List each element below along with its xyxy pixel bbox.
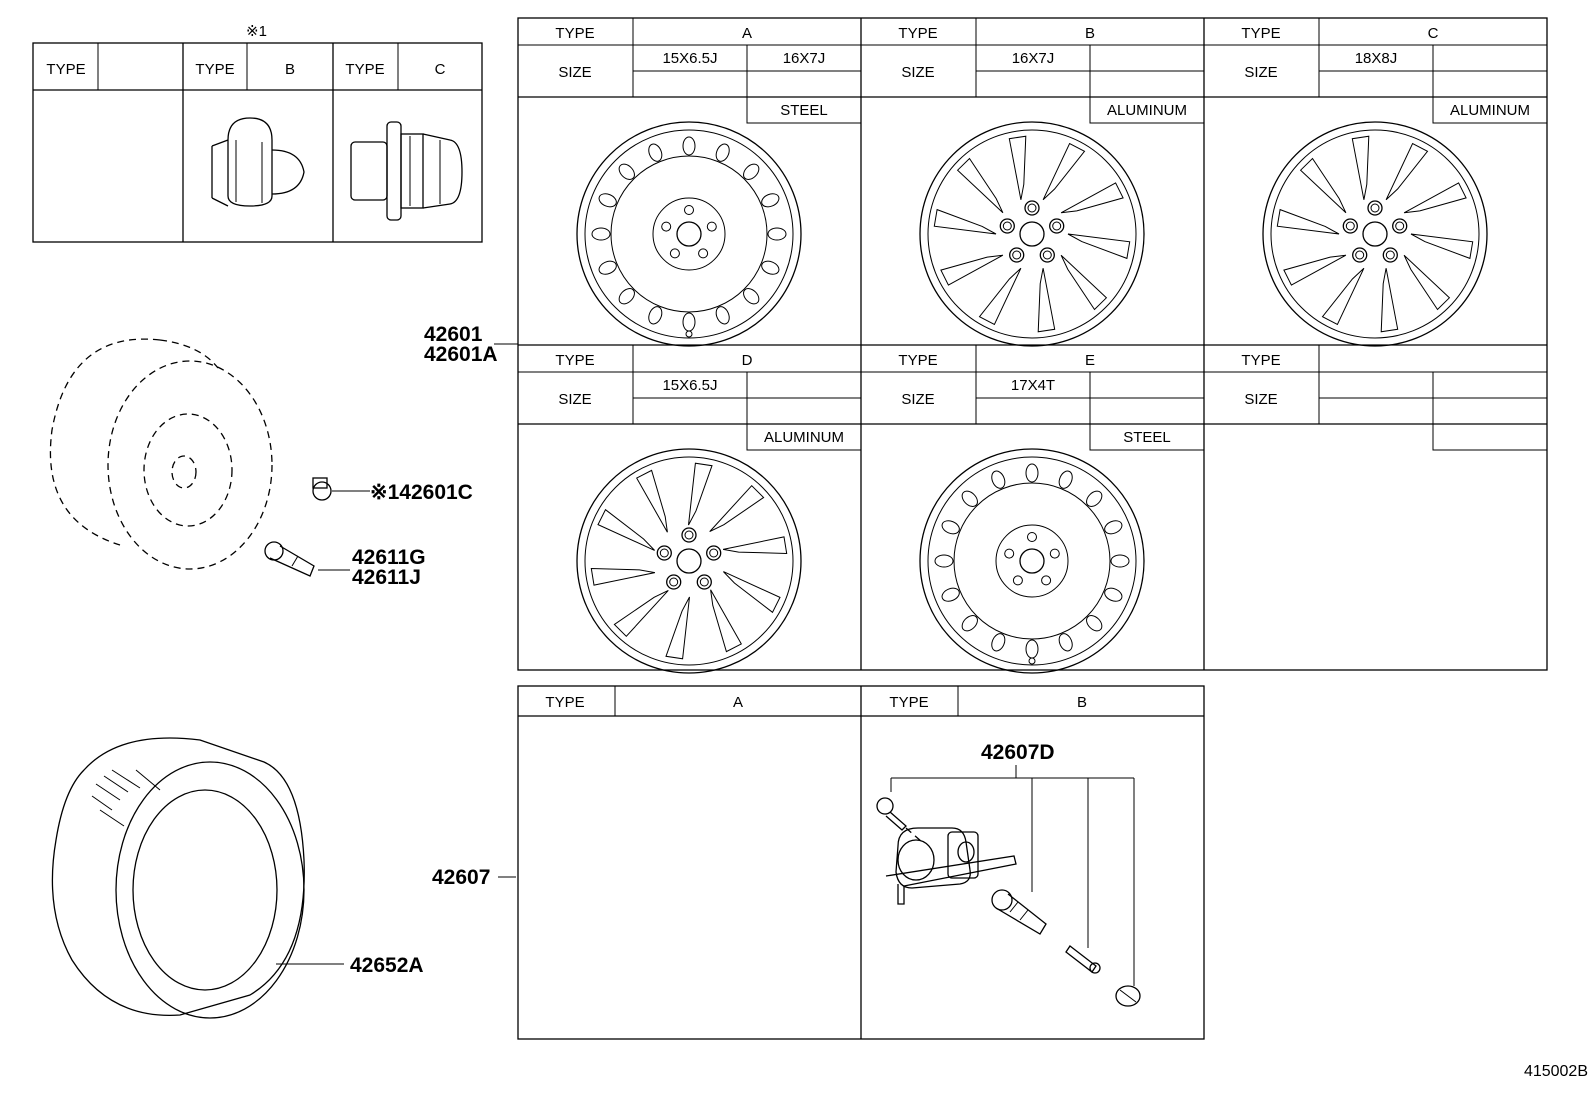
wheel-size-label-3: SIZE	[1244, 64, 1277, 81]
lug-type-label-2: TYPE	[195, 61, 234, 78]
wheel-steel-icon	[576, 121, 802, 347]
lug-nut-part-number: ※142601C	[370, 481, 473, 504]
wheel-material-2: ALUMINUM	[1107, 102, 1187, 119]
lug-type-label-1: TYPE	[46, 61, 85, 78]
wheel-type-label-3: TYPE	[1241, 25, 1280, 42]
wheel-cell-6: TYPE SIZE	[1204, 345, 1548, 451]
wheel-size-label-2: SIZE	[901, 64, 934, 81]
wheel-type-1: A	[742, 25, 752, 42]
wheel-type-4: D	[742, 352, 753, 369]
wheel-cell-3: TYPE C SIZE 18X8J ALUMINUM	[1204, 18, 1548, 347]
wheel-type-label-1: TYPE	[555, 25, 594, 42]
cap-nut-b-icon	[211, 117, 305, 207]
wheel-part-number-1: 42601	[424, 323, 483, 346]
wheel-size-2-1: 16X7J	[1012, 50, 1055, 67]
wheel-size-label-4: SIZE	[558, 391, 591, 408]
wheel-material-1: STEEL	[780, 102, 828, 119]
sensor-table-part-number: 42607	[432, 866, 490, 889]
valve-part-number-1: 42611G	[352, 546, 426, 569]
sensor-screw-icon	[876, 797, 923, 843]
sensor-type-label-b: TYPE	[889, 694, 928, 711]
note-mark: ※1	[246, 23, 267, 40]
wheel-table: TYPE A SIZE 15X6.5J 16X7J STEEL TYPE B SIZE 16X7J…	[517, 17, 1548, 674]
wheel-alloy10-icon	[919, 121, 1145, 347]
lug-nut-icon	[312, 477, 370, 501]
tire-part-number: 42652A	[350, 954, 424, 977]
wheel-type-label-6: TYPE	[1241, 352, 1280, 369]
wheel-type-5: E	[1085, 352, 1095, 369]
wheel-type-3: C	[1428, 25, 1439, 42]
wheel-cell-5: TYPE E SIZE 17X4T STEEL	[861, 345, 1205, 674]
wheel-size-1-1: 15X6.5J	[662, 50, 717, 67]
wheel-part-number-2: 42601A	[424, 343, 498, 366]
wheel-cell-4: TYPE D SIZE 15X6.5J ALUMINUM	[518, 345, 862, 674]
lug-col-3: C	[435, 61, 446, 78]
valve-core-icon	[1065, 945, 1101, 974]
wheel-size-3-1: 18X8J	[1355, 50, 1398, 67]
wheel-material-4: ALUMINUM	[764, 429, 844, 446]
sensor-table: TYPE TYPE A B 42607D	[517, 685, 1205, 1040]
wheel-type-label-4: TYPE	[555, 352, 594, 369]
lug-type-label-3: TYPE	[345, 61, 384, 78]
wheel-size-label-1: SIZE	[558, 64, 591, 81]
lug-nut-table: ※1 TYPE TYPE TYPE B C	[32, 23, 483, 243]
wheel-size-4-1: 15X6.5J	[662, 377, 717, 394]
tpms-sensor-icon	[885, 827, 1017, 905]
wheel-material-5: STEEL	[1123, 429, 1171, 446]
flange-nut-c-icon	[350, 121, 463, 221]
wheel-size-1-2: 16X7J	[783, 50, 826, 67]
wheel-size-label-5: SIZE	[901, 391, 934, 408]
wheel-type-label-2: TYPE	[898, 25, 937, 42]
wheel-size-label-6: SIZE	[1244, 391, 1277, 408]
wheel-type-2: B	[1085, 25, 1095, 42]
wheel-steel-icon	[919, 448, 1145, 674]
tpms-valve-icon	[991, 889, 1047, 935]
valve-cap-icon	[1115, 985, 1141, 1007]
wheel-alloy5-icon	[1262, 121, 1488, 347]
valve-stem-icon	[264, 541, 350, 577]
wheel-type-label-5: TYPE	[898, 352, 937, 369]
wheel-size-5-1: 17X4T	[1011, 377, 1055, 394]
lug-col-2: B	[285, 61, 295, 78]
wheel-cell-1: TYPE A SIZE 15X6.5J 16X7J STEEL	[518, 18, 862, 347]
sensor-type-label-a: TYPE	[545, 694, 584, 711]
wheel-alloy10b-icon	[576, 448, 802, 674]
valve-part-number-2: 42611J	[352, 566, 421, 589]
diagram-id: 415002B	[1524, 1063, 1588, 1080]
wheel-assembly-icon	[49, 338, 273, 570]
wheel-cell-2: TYPE B SIZE 16X7J ALUMINUM	[861, 18, 1205, 347]
tire-icon	[51, 737, 344, 1019]
wheel-material-3: ALUMINUM	[1450, 102, 1530, 119]
sensor-part-number: 42607D	[981, 741, 1055, 764]
sensor-type-b: B	[1077, 694, 1087, 711]
sensor-type-a: A	[733, 694, 743, 711]
